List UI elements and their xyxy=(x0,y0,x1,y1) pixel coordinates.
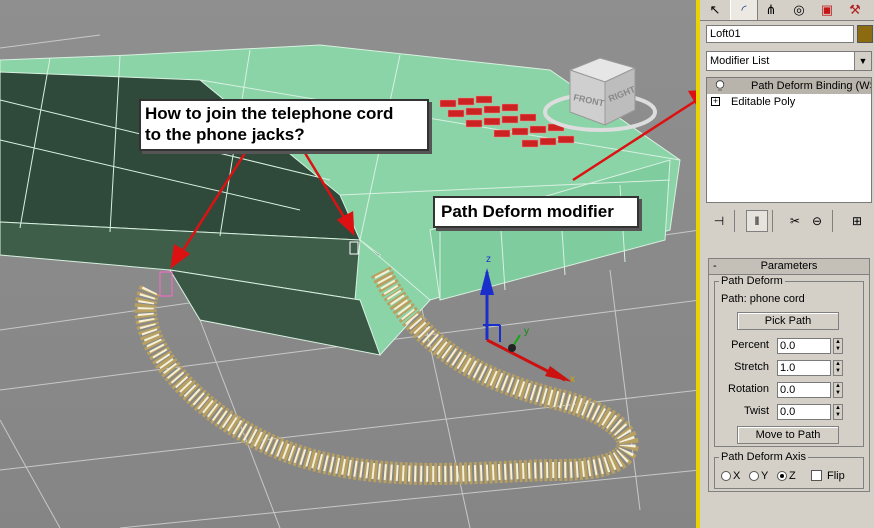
flip-checkbox[interactable] xyxy=(811,470,822,481)
twist-field[interactable]: 0.0 xyxy=(777,404,831,420)
show-end-result-button[interactable]: ‖ xyxy=(746,210,768,232)
flip-label: Flip xyxy=(827,470,845,482)
stack-item-editable-poly[interactable]: + Editable Poly xyxy=(707,94,871,110)
group-title: Path Deform Axis xyxy=(719,451,808,463)
axis-y-radio[interactable] xyxy=(749,471,759,481)
percent-field[interactable]: 0.0 xyxy=(777,338,831,354)
stack-item-label: Editable Poly xyxy=(731,96,796,108)
modifier-list-dropdown[interactable]: Modifier List ▼ xyxy=(706,51,872,71)
move-to-path-button[interactable]: Move to Path xyxy=(737,426,839,444)
pin-stack-button[interactable]: ⊣ xyxy=(708,210,730,232)
chevron-down-icon[interactable]: ▼ xyxy=(854,52,871,70)
path-deform-axis-group: Path Deform Axis X Y Z Flip xyxy=(714,451,864,489)
stretch-spinner[interactable]: ▲▼ xyxy=(833,360,843,376)
viewcube: FRONT RIGHT xyxy=(543,57,657,132)
phone-cord xyxy=(134,265,639,485)
axis-z-label: Z xyxy=(789,470,796,482)
stretch-field[interactable]: 1.0 xyxy=(777,360,831,376)
right-phone-jack xyxy=(349,241,359,255)
configure-icon: ⊞ xyxy=(851,214,863,228)
left-phone-jack xyxy=(159,271,173,297)
scene-render: FRONT RIGHT z y x xyxy=(0,0,700,528)
utilities-icon: ⚒ xyxy=(849,2,861,17)
command-panel: ↖ ◜ ⋔ ◎ ▣ ⚒ Loft01 Modifier List ▼ Path … xyxy=(700,0,874,528)
display-tab[interactable]: ▣ xyxy=(814,0,840,20)
question-line-2: to the phone jacks? xyxy=(145,125,305,144)
make-unique-button[interactable]: ✂ xyxy=(784,210,806,232)
parameters-rollout: - Parameters Path Deform Path: phone cor… xyxy=(708,258,870,492)
hierarchy-icon: ⋔ xyxy=(765,2,777,17)
path-label: Path: phone cord xyxy=(721,293,805,305)
viewport-active-border xyxy=(696,0,700,528)
gizmo-z-label: z xyxy=(486,254,491,265)
rotation-spinner[interactable]: ▲▼ xyxy=(833,382,843,398)
axis-x-radio[interactable] xyxy=(721,471,731,481)
hierarchy-tab[interactable]: ⋔ xyxy=(758,0,784,20)
group-title: Path Deform xyxy=(719,275,785,287)
display-icon: ▣ xyxy=(820,2,834,17)
expand-plus-icon[interactable]: + xyxy=(711,96,720,106)
axis-y-label: Y xyxy=(761,470,769,482)
create-tab[interactable]: ↖ xyxy=(702,0,728,20)
axis-x-label: X xyxy=(733,470,741,482)
command-panel-tabs: ↖ ◜ ⋔ ◎ ▣ ⚒ xyxy=(700,0,874,21)
rotation-label: Rotation xyxy=(728,383,769,395)
configure-modifier-sets-button[interactable]: ⊞ xyxy=(846,210,868,232)
question-line-1: How to join the telephone cord xyxy=(145,104,394,123)
motion-tab[interactable]: ◎ xyxy=(786,0,812,20)
lightbulb-icon[interactable] xyxy=(715,80,725,92)
path-deform-group: Path Deform Path: phone cord Pick Path P… xyxy=(714,275,864,447)
gizmo-x-label: x xyxy=(570,374,575,385)
pick-path-button[interactable]: Pick Path xyxy=(737,312,839,330)
stretch-label: Stretch xyxy=(734,361,769,373)
percent-spinner[interactable]: ▲▼ xyxy=(833,338,843,354)
gizmo-y-label: y xyxy=(524,326,529,337)
modify-icon: ◜ xyxy=(741,2,747,17)
collapse-minus-icon: - xyxy=(713,260,717,272)
parameters-rollout-header[interactable]: - Parameters xyxy=(709,259,869,275)
modifier-stack[interactable]: Path Deform Binding (WS + Editable Poly xyxy=(706,77,872,203)
axis-z-radio[interactable] xyxy=(777,471,787,481)
remove-modifier-button[interactable]: ⊖ xyxy=(806,210,828,232)
modifier-callout: Path Deform modifier xyxy=(433,196,639,228)
pin-icon: ⊣ xyxy=(713,214,725,228)
keypad xyxy=(439,95,575,148)
modifier-list-label: Modifier List xyxy=(710,55,770,67)
rollout-title: Parameters xyxy=(760,260,818,272)
modify-tab[interactable]: ◜ xyxy=(730,0,758,20)
utilities-tab[interactable]: ⚒ xyxy=(842,0,868,20)
end-result-icon: ‖ xyxy=(754,214,760,228)
rotation-field[interactable]: 0.0 xyxy=(777,382,831,398)
transform-gizmo: z y x xyxy=(480,254,575,385)
twist-label: Twist xyxy=(743,405,769,417)
motion-icon: ◎ xyxy=(793,2,805,17)
create-icon: ↖ xyxy=(709,2,721,17)
make-unique-icon: ✂ xyxy=(789,214,801,228)
annotation-arrows xyxy=(170,90,700,269)
stack-toolbar: ⊣ ‖ ✂ ⊖ ⊞ xyxy=(706,208,872,234)
stack-item-label: Path Deform Binding (WS xyxy=(751,80,872,92)
object-color-swatch[interactable] xyxy=(857,25,873,43)
percent-label: Percent xyxy=(731,339,769,351)
perspective-viewport[interactable]: FRONT RIGHT z y x xyxy=(0,0,700,528)
object-name-field[interactable]: Loft01 xyxy=(706,25,854,43)
question-callout: How to join the telephone cord to the ph… xyxy=(139,99,429,151)
stack-item-path-deform-binding[interactable]: Path Deform Binding (WS xyxy=(707,78,871,94)
trash-icon: ⊖ xyxy=(811,214,823,228)
twist-spinner[interactable]: ▲▼ xyxy=(833,404,843,420)
